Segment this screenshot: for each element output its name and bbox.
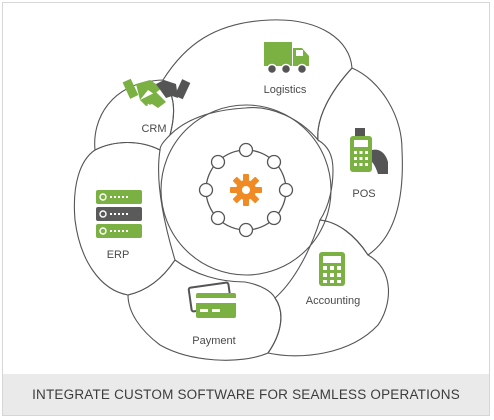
segment-label-logistics: Logistics (264, 84, 307, 96)
gear-network-icon (198, 142, 294, 238)
caption-text: INTEGRATE CUSTOM SOFTWARE FOR SEAMLESS O… (32, 387, 460, 402)
petal-logistics (162, 19, 353, 142)
petal-crm (94, 79, 175, 151)
server-stack-icon (96, 190, 142, 238)
credit-card-icon (187, 281, 236, 318)
caption-bar: INTEGRATE CUSTOM SOFTWARE FOR SEAMLESS O… (3, 374, 489, 415)
diagram-frame (2, 2, 490, 416)
gear-icon (230, 174, 262, 206)
calculator-icon (319, 252, 345, 286)
inner-hub-circle (160, 104, 332, 276)
segment-label-pos: POS (352, 188, 375, 200)
pos-terminal-icon (350, 128, 388, 174)
integration-wheel-diagram: Logistics POS Accounting Payment (73, 19, 403, 361)
segment-label-accounting: Accounting (306, 295, 360, 307)
petal-accounting (267, 219, 389, 357)
wheel-petals (73, 19, 403, 361)
handshake-icon (122, 78, 191, 113)
truck-icon (264, 42, 309, 75)
segment-label-crm: CRM (141, 123, 166, 135)
segment-label-payment: Payment (192, 335, 235, 347)
segment-label-erp: ERP (107, 249, 130, 261)
